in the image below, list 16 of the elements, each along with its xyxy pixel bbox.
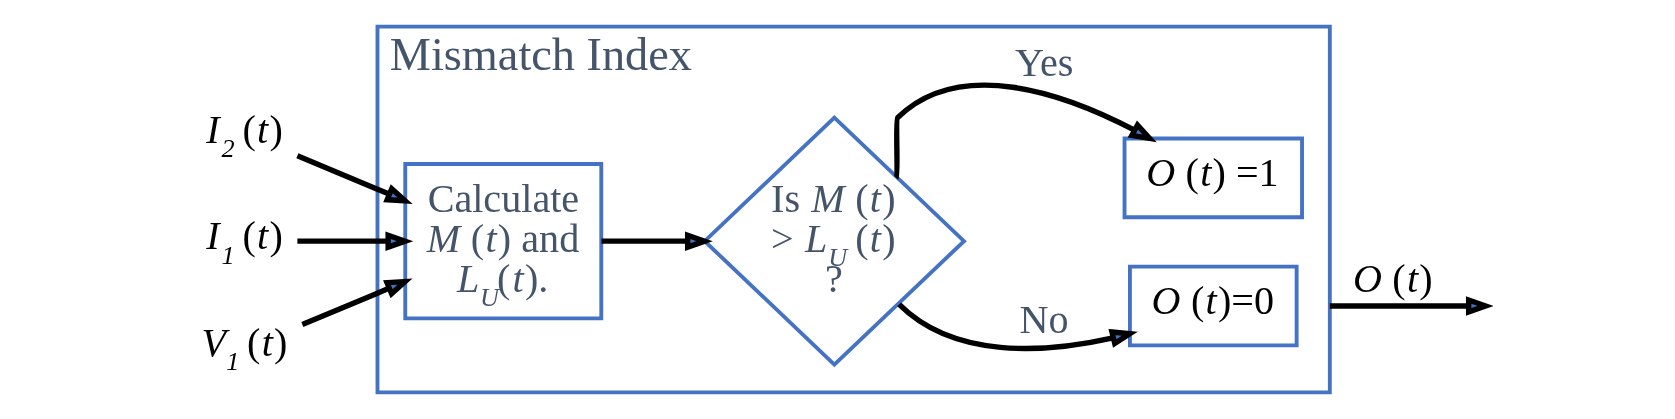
node-text: I$_{1}$ (t) <box>205 213 283 270</box>
arrow <box>600 231 713 251</box>
arrow <box>892 82 1157 179</box>
node-box: O (t)=0 <box>1127 264 1299 348</box>
node-text: I$_{2}$ (t) <box>205 106 283 164</box>
edge-label: Yes <box>1014 39 1073 85</box>
arrow <box>896 302 1138 352</box>
node-box: O (t) =1 <box>1122 136 1304 220</box>
arrow <box>295 153 413 204</box>
arrow <box>300 278 412 328</box>
node-box: Calculate M (t) and L$_{U}$(t). <box>402 162 603 321</box>
edge-label: No <box>1019 297 1069 343</box>
node-text: V$_{1}$ (t) <box>201 319 287 377</box>
arrow <box>296 231 413 251</box>
edge-label: O (t) <box>1352 255 1433 301</box>
arrow <box>1329 296 1493 316</box>
